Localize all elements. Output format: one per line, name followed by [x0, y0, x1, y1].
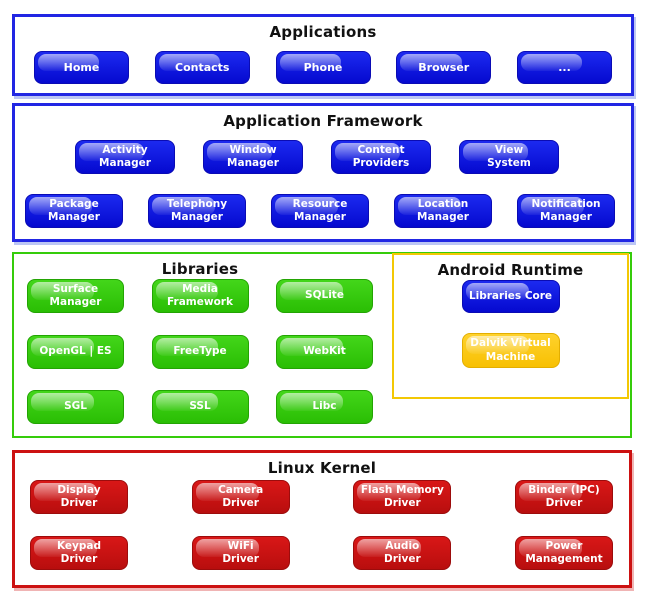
framework-row-2: Package Manager Telephony Manager Resour…	[25, 194, 615, 228]
block-keypad-driver: Keypad Driver	[30, 536, 128, 570]
block-webkit: WebKit	[276, 335, 373, 369]
block-ssl: SSL	[151, 390, 249, 424]
runtime-title: Android Runtime	[437, 261, 584, 279]
block-phone: Phone	[275, 51, 371, 84]
block-media-framework: Media Framework	[151, 279, 249, 313]
block-content-providers: Content Providers	[331, 140, 431, 174]
section-applications: Applications Home Contacts Phone Browser…	[12, 14, 634, 96]
libraries-row-2: OpenGL | ES FreeType WebKit	[27, 335, 373, 369]
block-telephony-manager: Telephony Manager	[148, 194, 246, 228]
block-libc: Libc	[276, 390, 373, 424]
kernel-title: Linux Kernel	[267, 459, 377, 477]
block-notification-manager: Notification Manager	[517, 194, 615, 228]
block-browser: Browser	[396, 51, 492, 84]
block-libraries-core: Libraries Core	[461, 280, 560, 313]
block-more-apps: ...	[517, 51, 612, 84]
block-contacts: Contacts	[154, 51, 250, 84]
block-flash-memory-driver: Flash Memory Driver	[353, 480, 452, 514]
section-linux-kernel: Linux Kernel Display Driver Camera Drive…	[12, 450, 632, 588]
section-android-runtime: Android Runtime Libraries Core Dalvik Vi…	[392, 253, 629, 399]
block-display-driver: Display Driver	[30, 480, 128, 514]
block-freetype: FreeType	[151, 335, 249, 369]
block-camera-driver: Camera Driver	[191, 480, 290, 514]
block-home: Home	[34, 51, 129, 84]
applications-row: Home Contacts Phone Browser ...	[34, 51, 612, 84]
block-sqlite: SQLite	[276, 279, 373, 313]
block-audio-driver: Audio Driver	[353, 536, 452, 570]
block-power-management: Power Management	[514, 536, 613, 570]
block-binder-ipc-driver: Binder (IPC) Driver	[514, 480, 613, 514]
block-sgl: SGL	[27, 390, 124, 424]
kernel-row-1: Display Driver Camera Driver Flash Memor…	[30, 480, 613, 514]
block-view-system: View System	[459, 140, 559, 174]
applications-title: Applications	[269, 23, 377, 41]
block-opengl-es: OpenGL | ES	[27, 335, 124, 369]
libraries-row-3: SGL SSL Libc	[27, 390, 373, 424]
block-activity-manager: Activity Manager	[75, 140, 175, 174]
libraries-title: Libraries	[161, 260, 239, 278]
framework-title: Application Framework	[223, 112, 423, 130]
block-package-manager: Package Manager	[25, 194, 123, 228]
block-surface-manager: Surface Manager	[27, 279, 124, 313]
block-location-manager: Location Manager	[394, 194, 492, 228]
kernel-row-2: Keypad Driver WiFi Driver Audio Driver P…	[30, 536, 613, 570]
block-window-manager: Window Manager	[203, 140, 303, 174]
framework-row-1: Activity Manager Window Manager Content …	[75, 140, 559, 174]
libraries-row-1: Surface Manager Media Framework SQLite	[27, 279, 373, 313]
block-wifi-driver: WiFi Driver	[191, 536, 290, 570]
section-application-framework: Application Framework Activity Manager W…	[12, 103, 634, 242]
block-dalvik-virtual-machine: Dalvik Virtual Machine	[461, 333, 560, 368]
block-resource-manager: Resource Manager	[271, 194, 369, 228]
